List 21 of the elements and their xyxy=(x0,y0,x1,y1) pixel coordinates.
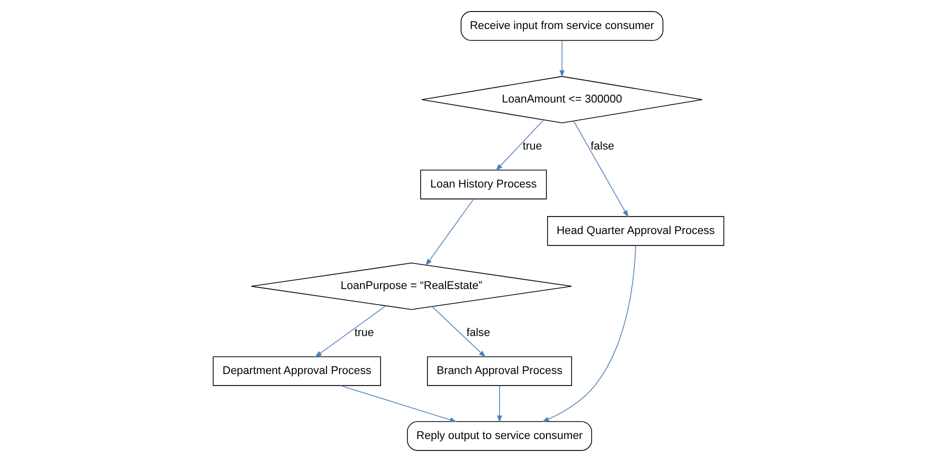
edge-label: true xyxy=(354,327,374,340)
edge-label: false xyxy=(590,140,614,152)
arrow xyxy=(542,245,636,422)
arrow xyxy=(496,120,544,171)
node-diamond: LoanPurpose = “RealEstate” xyxy=(250,262,572,310)
node-box: Receive input from service consumer xyxy=(460,11,664,41)
arrow xyxy=(559,40,565,78)
node-box: Reply output to service consumer xyxy=(407,421,592,451)
node-box: Loan History Process xyxy=(420,170,547,200)
node-diamond: LoanAmount <= 300000 xyxy=(421,76,703,124)
edge-label: false xyxy=(466,327,490,340)
arrow xyxy=(432,306,486,358)
arrow xyxy=(314,306,386,358)
node-box: Head Quarter Approval Process xyxy=(547,216,724,246)
edge-label: true xyxy=(522,140,542,152)
arrow xyxy=(340,385,458,422)
arrow xyxy=(497,385,502,423)
node-box: Department Approval Process xyxy=(212,356,381,386)
node-box: Branch Approval Process xyxy=(427,356,572,386)
arrow xyxy=(573,120,629,218)
arrow xyxy=(425,198,474,266)
